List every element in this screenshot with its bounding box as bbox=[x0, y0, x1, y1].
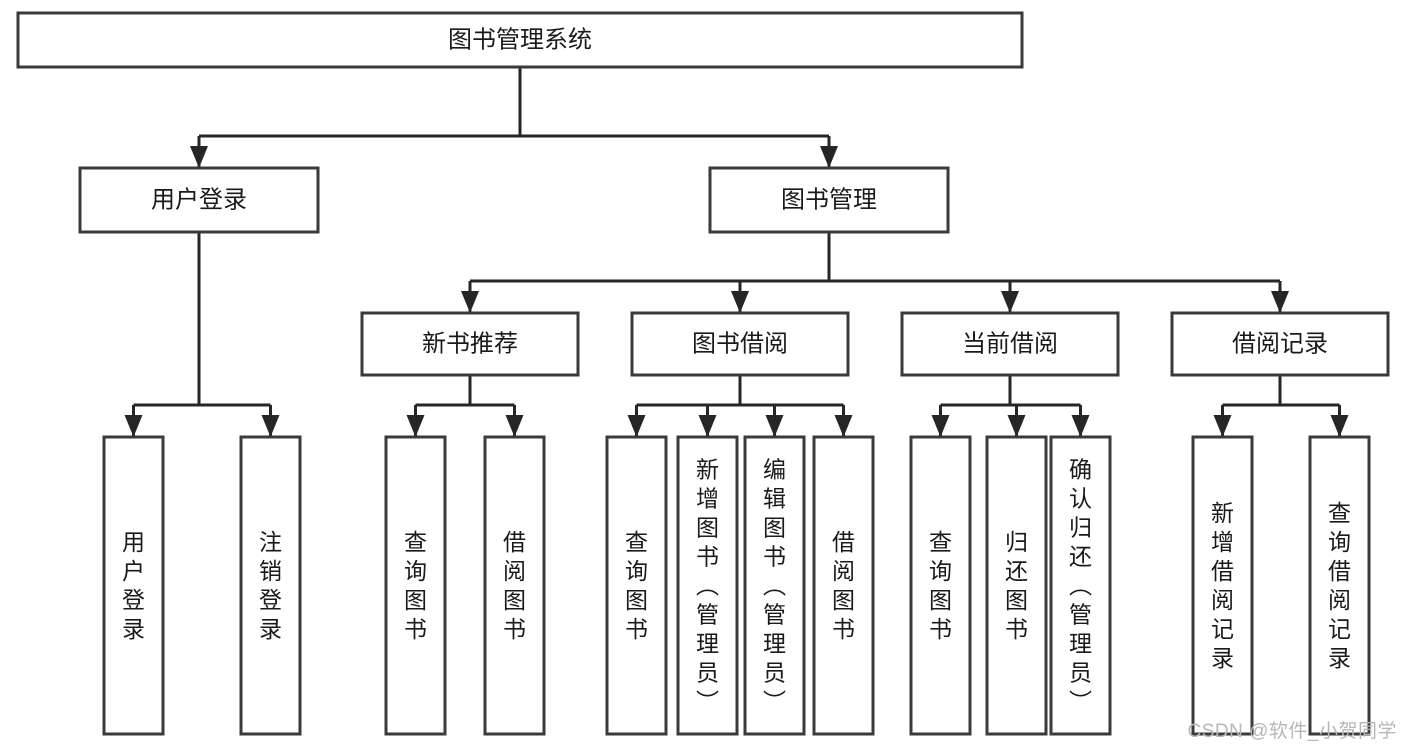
node-label: 新书推荐 bbox=[422, 330, 518, 357]
node-root[interactable]: 图书管理系统 bbox=[16, 11, 1024, 69]
node-label: 图书借阅 bbox=[692, 330, 788, 357]
node-leaf_confirm_return[interactable]: 确认归还︵管理员︶ bbox=[1049, 435, 1112, 736]
node-leaf_borrow_book_2[interactable]: 借阅图书 bbox=[812, 435, 875, 736]
node-box bbox=[630, 311, 850, 377]
node-leaf_user_logout[interactable]: 注销登录 bbox=[239, 435, 302, 736]
node-label: 确认归还︵管理员︶ bbox=[1069, 457, 1092, 715]
node-box bbox=[812, 435, 875, 736]
node-box bbox=[1049, 435, 1112, 736]
node-box bbox=[102, 435, 165, 736]
node-label: 编辑图书︵管理员︶ bbox=[763, 457, 786, 715]
node-box bbox=[676, 435, 739, 736]
node-box bbox=[909, 435, 972, 736]
node-label: 借阅记录 bbox=[1232, 330, 1328, 357]
node-leaf_edit_book[interactable]: 编辑图书︵管理员︶ bbox=[743, 435, 806, 736]
node-label: 新增借阅记录 bbox=[1211, 500, 1234, 671]
node-box bbox=[1170, 311, 1390, 377]
node-box bbox=[900, 311, 1120, 377]
node-label: 查询图书 bbox=[404, 529, 427, 642]
node-box bbox=[1191, 435, 1254, 736]
node-label: 归还图书 bbox=[1005, 529, 1028, 642]
node-label: 当前借阅 bbox=[962, 330, 1058, 357]
node-box bbox=[384, 435, 447, 736]
node-box bbox=[743, 435, 806, 736]
node-leaf_add_book[interactable]: 新增图书︵管理员︶ bbox=[676, 435, 739, 736]
node-leaf_query_book_1[interactable]: 查询图书 bbox=[384, 435, 447, 736]
node-book_manage[interactable]: 图书管理 bbox=[708, 166, 950, 234]
node-new_book_rec[interactable]: 新书推荐 bbox=[360, 311, 580, 377]
node-user_login[interactable]: 用户登录 bbox=[78, 166, 320, 234]
node-box bbox=[239, 435, 302, 736]
node-leaf_query_record[interactable]: 查询借阅记录 bbox=[1308, 435, 1371, 736]
node-current_borrow[interactable]: 当前借阅 bbox=[900, 311, 1120, 377]
node-box bbox=[605, 435, 668, 736]
node-label: 用户登录 bbox=[122, 529, 145, 642]
node-label: 借阅图书 bbox=[503, 529, 526, 642]
node-leaf_query_book_2[interactable]: 查询图书 bbox=[605, 435, 668, 736]
node-label: 注销登录 bbox=[259, 529, 282, 642]
node-label: 新增图书︵管理员︶ bbox=[696, 457, 719, 715]
node-label: 查询图书 bbox=[929, 529, 952, 642]
node-label: 用户登录 bbox=[151, 186, 247, 213]
node-box bbox=[483, 435, 546, 736]
node-label: 图书管理系统 bbox=[448, 26, 592, 53]
node-box bbox=[1308, 435, 1371, 736]
node-leaf_user_login[interactable]: 用户登录 bbox=[102, 435, 165, 736]
node-box bbox=[985, 435, 1048, 736]
node-leaf_return_book[interactable]: 归还图书 bbox=[985, 435, 1048, 736]
node-borrow_record[interactable]: 借阅记录 bbox=[1170, 311, 1390, 377]
node-box bbox=[16, 11, 1024, 69]
node-leaf_borrow_book_1[interactable]: 借阅图书 bbox=[483, 435, 546, 736]
node-book_borrow[interactable]: 图书借阅 bbox=[630, 311, 850, 377]
node-label: 查询借阅记录 bbox=[1328, 500, 1351, 671]
node-label: 借阅图书 bbox=[832, 529, 855, 642]
node-label: 图书管理 bbox=[781, 186, 877, 213]
node-leaf_query_book_3[interactable]: 查询图书 bbox=[909, 435, 972, 736]
node-box bbox=[708, 166, 950, 234]
node-leaf_add_record[interactable]: 新增借阅记录 bbox=[1191, 435, 1254, 736]
node-label: 查询图书 bbox=[625, 529, 648, 642]
node-box bbox=[360, 311, 580, 377]
node-box bbox=[78, 166, 320, 234]
